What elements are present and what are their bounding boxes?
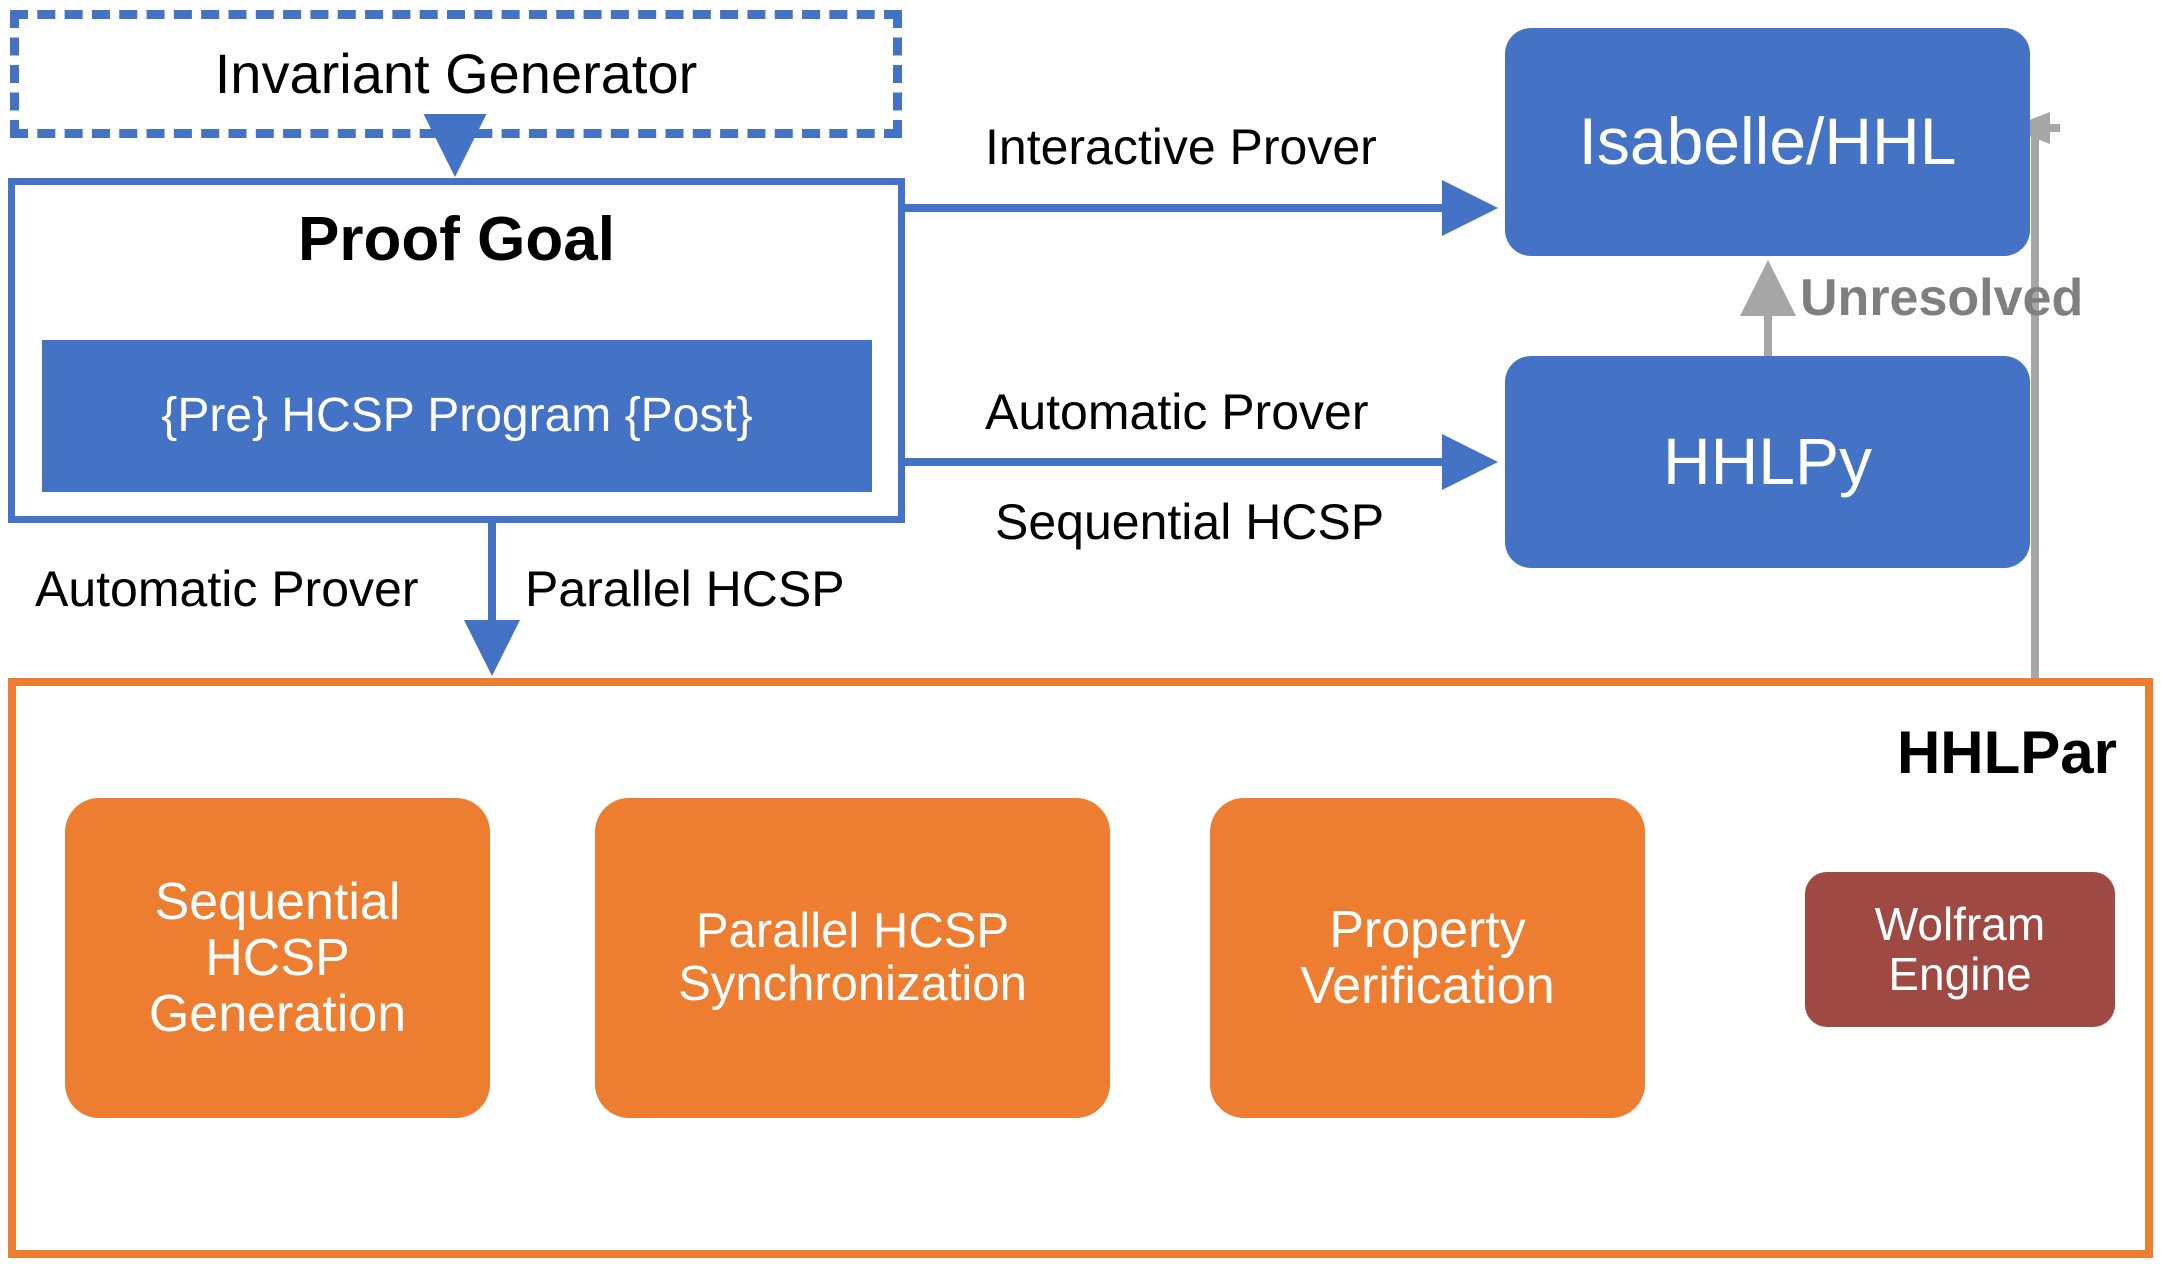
edge-label-automatic-prover-sequential: Automatic Prover (985, 384, 1369, 440)
hhlpy-label: HHLPy (1662, 424, 1873, 499)
edge-label-unresolved: Unresolved (1800, 269, 2084, 327)
invariant-generator-label: Invariant Generator (214, 41, 698, 105)
isabelle-hhl-label: Isabelle/HHL (1578, 104, 1957, 179)
edge-label-automatic-prover-parallel: Automatic Prover (35, 561, 419, 617)
proof-goal-box[interactable]: Proof Goal {Pre} HCSP Program {Post} (8, 178, 905, 523)
proof-goal-program-bar[interactable]: {Pre} HCSP Program {Post} (42, 340, 872, 492)
edge-label-interactive-prover: Interactive Prover (985, 119, 1377, 175)
isabelle-hhl-box[interactable]: Isabelle/HHL (1505, 28, 2030, 256)
hhlpar-title: HHLPar (1896, 719, 2117, 786)
edge-label-sequential-hcsp: Sequential HCSP (995, 494, 1385, 550)
edge-label-parallel-hcsp: Parallel HCSP (525, 561, 845, 617)
hhlpy-box[interactable]: HHLPy (1505, 356, 2030, 568)
invariant-generator-box[interactable]: Invariant Generator (10, 10, 902, 138)
proof-goal-title: Proof Goal (298, 205, 615, 274)
